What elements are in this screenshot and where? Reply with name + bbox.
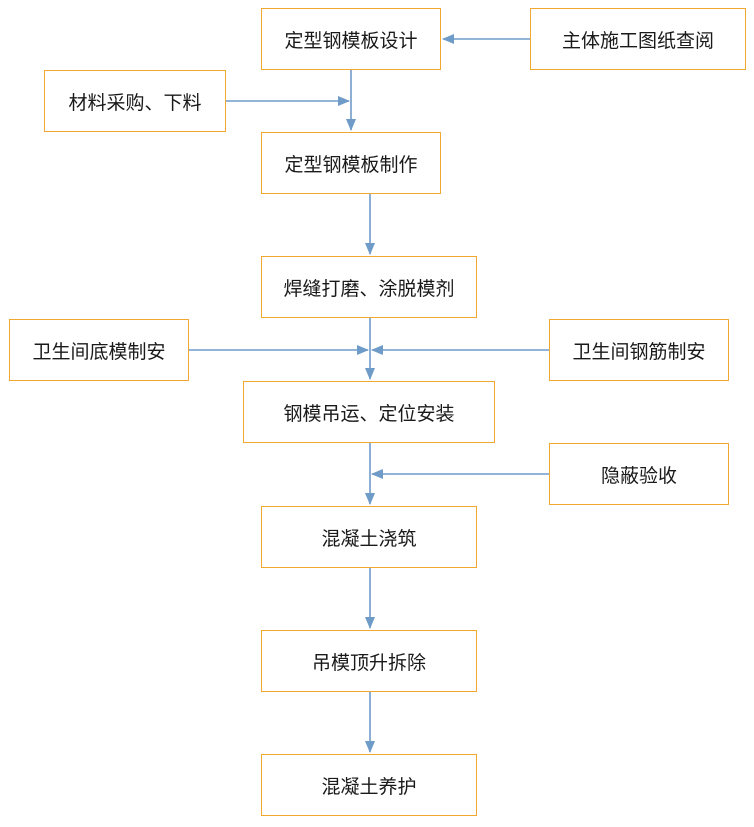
node-label: 定型钢模板制作	[284, 153, 418, 176]
node-label: 隐蔽验收	[600, 464, 677, 487]
node-label: 卫生间钢筋制安	[572, 340, 706, 363]
node-label: 混凝土浇筑	[321, 527, 417, 550]
node-label: 卫生间底模制安	[32, 340, 166, 363]
node-label: 焊缝打磨、涂脱模剂	[283, 277, 455, 300]
node-label: 钢模吊运、定位安装	[283, 402, 455, 425]
node-concrete-pouring: 混凝土浇筑	[261, 506, 477, 568]
node-formwork-making: 定型钢模板制作	[261, 132, 441, 194]
node-formwork-install: 钢模吊运、定位安装	[243, 381, 495, 443]
node-formwork-design: 定型钢模板设计	[261, 8, 441, 70]
node-label: 材料采购、下料	[68, 91, 202, 114]
node-label: 主体施工图纸查阅	[561, 29, 714, 52]
node-label: 吊模顶升拆除	[311, 651, 426, 674]
node-material-purchase: 材料采购、下料	[44, 70, 226, 132]
node-formwork-removal: 吊模顶升拆除	[261, 630, 477, 692]
node-drawing-review: 主体施工图纸查阅	[530, 8, 746, 70]
node-concealed-inspection: 隐蔽验收	[549, 443, 729, 505]
node-bathroom-bottom-form: 卫生间底模制安	[9, 319, 189, 381]
node-label: 混凝土养护	[321, 775, 417, 798]
node-weld-grinding: 焊缝打磨、涂脱模剂	[261, 256, 477, 318]
node-concrete-curing: 混凝土养护	[261, 754, 477, 816]
node-label: 定型钢模板设计	[284, 29, 418, 52]
node-bathroom-rebar: 卫生间钢筋制安	[549, 319, 729, 381]
